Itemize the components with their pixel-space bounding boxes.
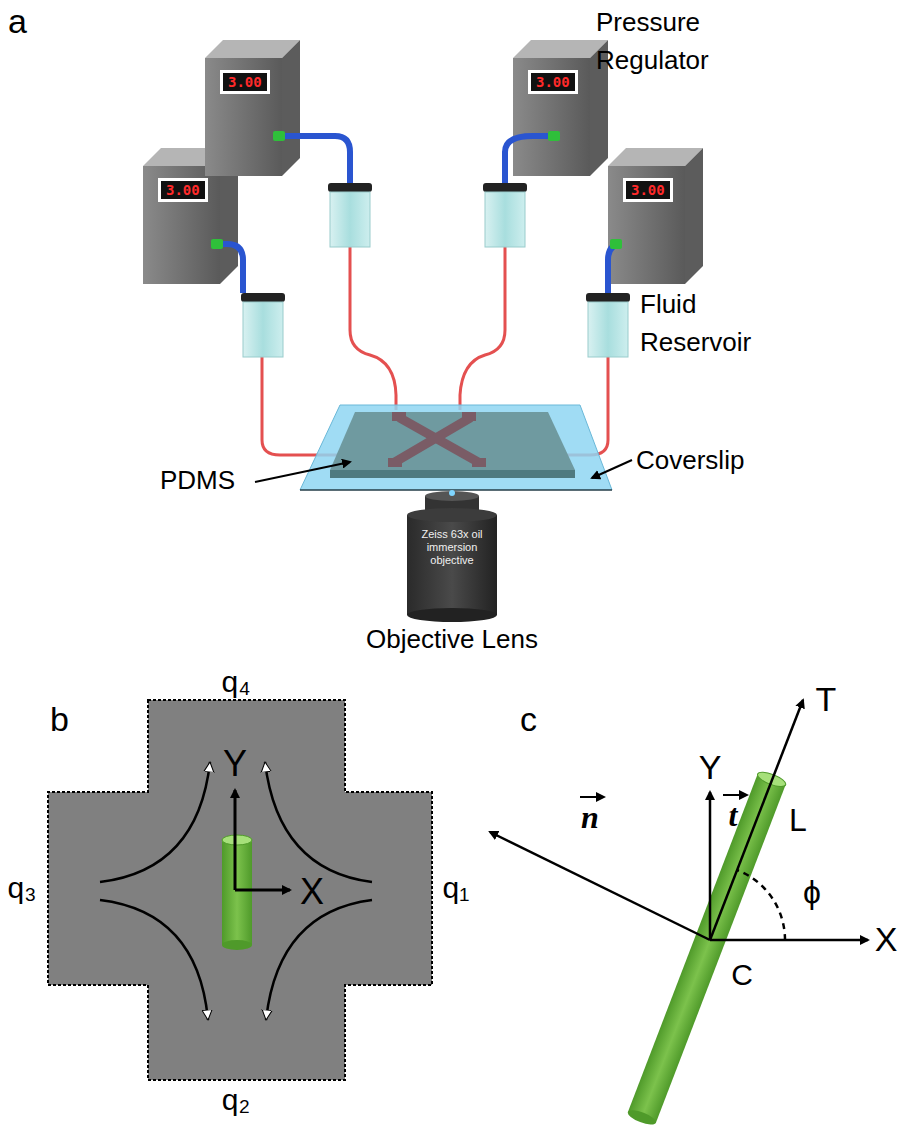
panel-letter: b [50, 700, 69, 739]
pressure-value: 3.00 [631, 182, 665, 198]
panel-letter: a [8, 2, 27, 41]
axis-name: T [816, 680, 837, 719]
angle-symbol: ϕ [803, 874, 821, 911]
pressure-display: 3.00 [623, 178, 673, 202]
length-symbol: L [789, 802, 807, 839]
pressure-display: 3.00 [220, 70, 270, 94]
objective-body: Zeiss 63x oil immersion objective [410, 528, 494, 568]
flow-rate: q₄ [222, 665, 251, 700]
axis-name: Y [699, 748, 722, 787]
pressure-display: 3.00 [528, 70, 578, 94]
axis-name: Y [223, 743, 247, 784]
vector-name: n [581, 799, 599, 836]
axis-name: X [875, 920, 898, 959]
part-name: Objective Lens [366, 625, 538, 655]
pressure-value: 3.00 [536, 74, 570, 90]
axis-name: X [300, 871, 324, 912]
pressure-display: 3.00 [158, 178, 208, 202]
center-point: C [731, 958, 753, 993]
flow-rate: q₂ [222, 1083, 250, 1118]
part-name: Pressure Regulator [596, 4, 746, 79]
part-name: Coverslip [636, 446, 744, 476]
flow-rate: q₃ [8, 871, 37, 906]
flow-rate: q₁ [443, 871, 470, 906]
panel-letter: c [520, 700, 537, 739]
pressure-value: 3.00 [166, 182, 200, 198]
part-name: PDMS [160, 466, 235, 496]
vector-name: t [729, 797, 738, 834]
part-name: Fluid Reservoir [640, 286, 780, 361]
lens-label: Zeiss 63x oil immersion objective [410, 528, 494, 568]
pressure-value: 3.00 [228, 74, 262, 90]
